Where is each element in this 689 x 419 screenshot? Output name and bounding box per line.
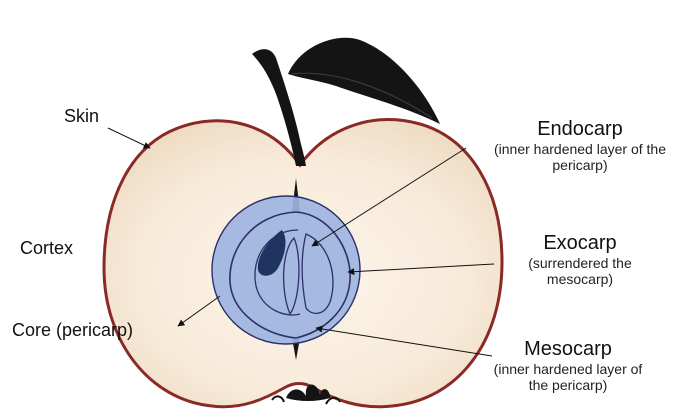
exocarp-desc-line1: (surrendered the [500,255,660,271]
mesocarp-label-group: Mesocarp (inner hardened layer of the pe… [470,338,666,393]
endocarp-desc-line1: (inner hardened layer of the [474,141,686,157]
mesocarp-desc-line1: (inner hardened layer of [470,361,666,377]
mesocarp-desc-line2: the pericarp) [470,377,666,393]
exocarp-desc-line2: mesocarp) [500,271,660,287]
skin-label: Skin [64,106,99,127]
leaf [288,38,440,124]
core-label: Core (pericarp) [12,320,133,341]
endocarp-title: Endocarp [474,118,686,141]
exocarp-title: Exocarp [500,232,660,255]
endocarp-desc-line2: pericarp) [474,157,686,173]
cortex-label: Cortex [20,238,73,259]
mesocarp-title: Mesocarp [470,338,666,361]
core-circle [212,196,360,344]
exocarp-label-group: Exocarp (surrendered the mesocarp) [500,232,660,287]
endocarp-label-group: Endocarp (inner hardened layer of the pe… [474,118,686,173]
arrow-skin [108,128,150,148]
